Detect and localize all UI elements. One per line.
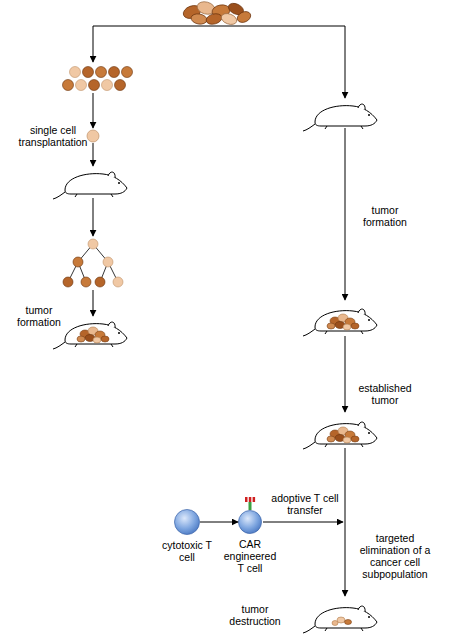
step-label: tumor formation	[10, 304, 68, 328]
sorted-cells	[63, 67, 133, 91]
source-tumor-cells	[181, 0, 252, 26]
mouse	[303, 606, 377, 633]
car-receptor	[245, 497, 255, 510]
mouse	[303, 104, 377, 131]
step-label: established tumor	[354, 382, 416, 406]
single-cell	[87, 130, 99, 142]
step-label: adoptive T cell transfer	[268, 492, 342, 516]
step-label: tumor destruction	[222, 603, 288, 627]
cell-outline	[174, 509, 200, 535]
mouse	[53, 172, 127, 199]
flow-arrows	[93, 26, 345, 596]
lineage-tree	[63, 239, 123, 287]
mouse	[303, 309, 377, 336]
tumor	[327, 427, 359, 443]
step-label: single cell transplantation	[18, 124, 88, 148]
t-cell: cytotoxic T cell	[174, 509, 200, 535]
cell-caption: CAR engineered T cell	[221, 538, 279, 574]
cell-outline	[238, 510, 262, 534]
tumor	[327, 314, 359, 330]
connector-arrow	[200, 522, 238, 523]
step-label: tumor formation	[354, 204, 416, 228]
cell-caption: cytotoxic T cell	[160, 539, 214, 563]
step-label: targeted elimination of a cancer cell su…	[353, 532, 437, 580]
mouse	[303, 422, 377, 449]
mouse	[53, 322, 127, 349]
tumor	[77, 327, 109, 343]
t-cell: CAR engineered T cell	[238, 510, 262, 534]
tumor-remnant	[332, 617, 352, 626]
